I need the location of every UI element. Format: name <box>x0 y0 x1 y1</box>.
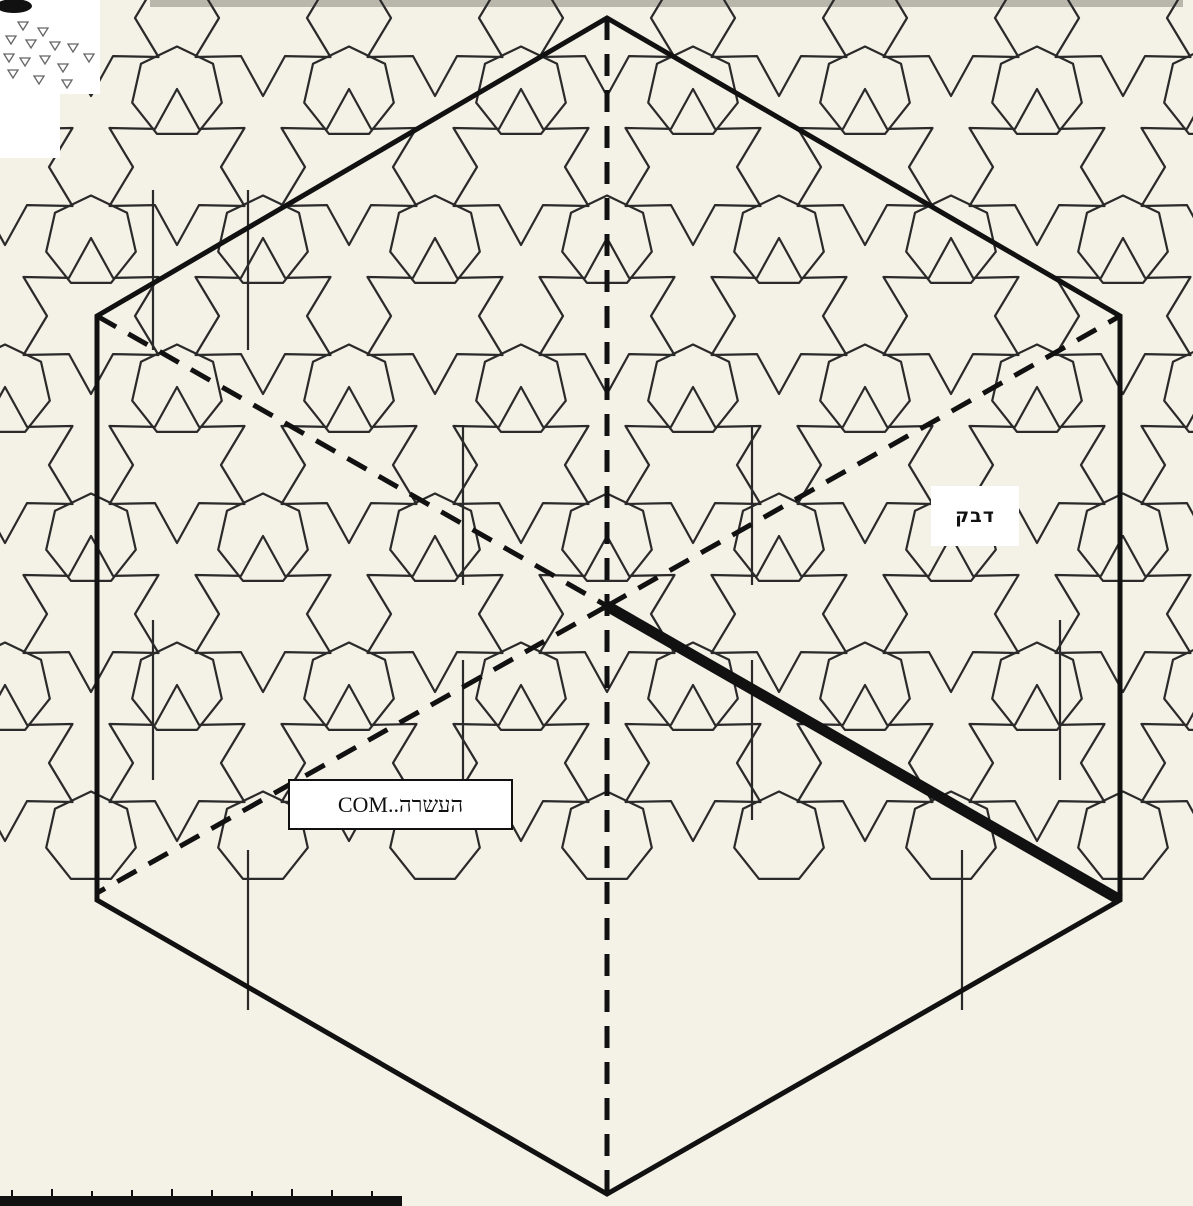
glue-label: דבק <box>931 486 1019 546</box>
heptagon-motif <box>0 345 50 432</box>
triangle-cluster-icon <box>0 0 100 94</box>
top-bar <box>150 0 1183 7</box>
star-motif <box>1142 685 1193 841</box>
star-motif <box>0 387 73 543</box>
star-motif <box>1142 387 1193 543</box>
diagonal-axis-down-left <box>97 606 607 893</box>
star-motif <box>0 685 73 841</box>
heptagon-motif <box>734 792 824 879</box>
heptagon-motif <box>1164 47 1193 134</box>
heptagon-motif <box>46 792 136 879</box>
star-motif <box>1142 89 1193 245</box>
heptagon-motif <box>0 643 50 730</box>
star-motif <box>712 0 847 96</box>
heptagon-motif <box>1164 345 1193 432</box>
corner-mask <box>0 94 60 158</box>
diagonal-axis-up-right <box>607 316 1120 606</box>
star-motif <box>1056 0 1191 96</box>
star-motif <box>884 0 1019 96</box>
star-motif <box>368 0 503 96</box>
site-credit-label: העשרה..COM <box>288 779 513 830</box>
heptagon-motif <box>1078 792 1168 879</box>
bottom-strip <box>0 1189 402 1206</box>
bold-radius <box>607 606 1120 900</box>
star-motif <box>196 0 331 96</box>
heptagon-motif <box>1164 643 1193 730</box>
diagonal-axis-down <box>97 316 607 606</box>
